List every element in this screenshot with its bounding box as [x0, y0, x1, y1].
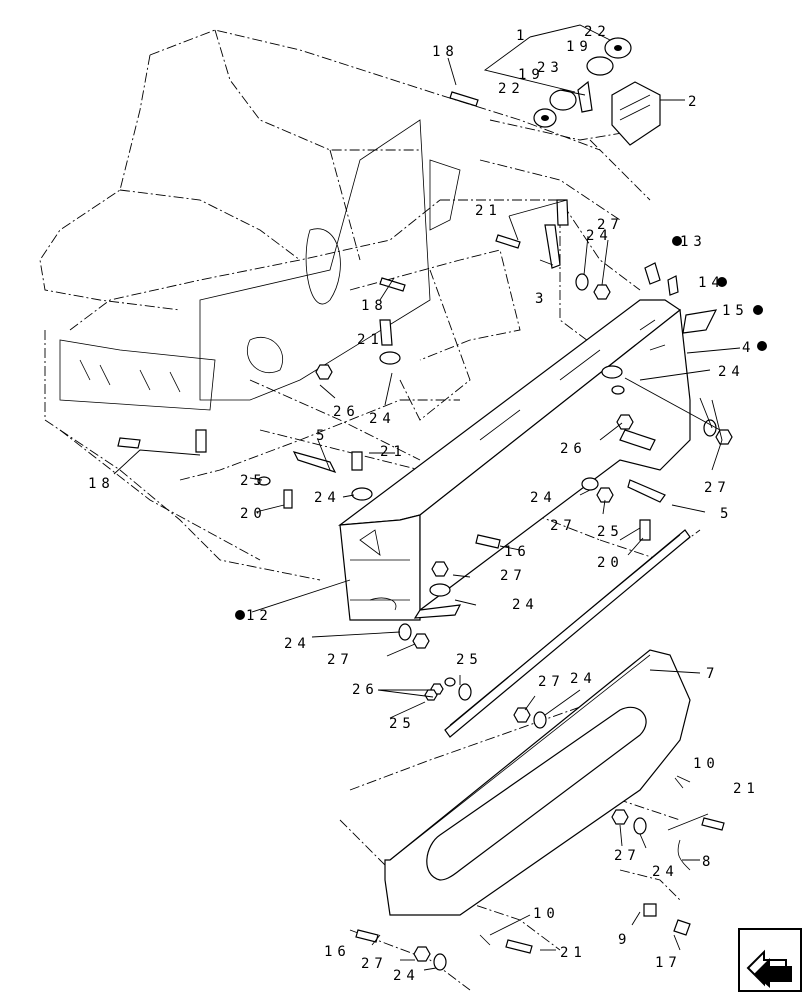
callout: 25	[240, 473, 267, 489]
callout: 25	[389, 716, 416, 732]
callout: 27	[361, 956, 388, 972]
phantom-frame	[39, 29, 701, 991]
callout: 16	[324, 944, 351, 960]
callout: 14	[698, 275, 725, 291]
callout: 24	[314, 490, 341, 506]
callout: 24	[369, 411, 396, 427]
callout: 24	[586, 228, 613, 244]
callout: 24	[718, 364, 745, 380]
callout: 8	[702, 854, 715, 870]
callout: 16	[504, 544, 531, 560]
cover-panel	[384, 649, 691, 916]
callout: 21	[357, 332, 384, 348]
top-assembly	[533, 37, 661, 146]
callout: 26	[333, 404, 360, 420]
callout: 3	[535, 291, 548, 307]
callout: 24	[393, 968, 420, 984]
callout: 18	[361, 298, 388, 314]
callout: 27	[614, 848, 641, 864]
callout: 24	[284, 636, 311, 652]
callout: 26	[560, 441, 587, 457]
callout: 22	[584, 24, 611, 40]
callout: 25	[456, 652, 483, 668]
previous-arrow-icon	[746, 949, 792, 988]
previous-arrow-button[interactable]	[738, 928, 802, 992]
callout: 24	[570, 671, 597, 687]
hardware	[117, 91, 733, 971]
callout: 27	[550, 518, 577, 534]
callout: 27	[704, 480, 731, 496]
callout: 5	[316, 428, 329, 444]
callout: 27	[538, 674, 565, 690]
callout: 10	[533, 906, 560, 922]
callout: 22	[498, 81, 525, 97]
callout: 24	[512, 597, 539, 613]
callout: 26	[352, 682, 379, 698]
callout: 13	[680, 234, 707, 250]
callout: 21	[475, 203, 502, 219]
callout: 2	[688, 94, 701, 110]
callout: 27	[327, 652, 354, 668]
main-beam	[337, 299, 691, 621]
callout: 4	[742, 340, 755, 356]
callout: 21	[733, 781, 760, 797]
callout: 18	[432, 44, 459, 60]
rail-strip	[444, 529, 691, 738]
leader-lines	[113, 24, 741, 971]
callout: 21	[560, 945, 587, 961]
callout: 18	[88, 476, 115, 492]
callout: 24	[530, 490, 557, 506]
callout-labels: 1 2 3 4 5 5 7 8 9 10 10 12 13 14 15 16 1…	[88, 24, 760, 984]
callout: 17	[655, 955, 682, 971]
callout: 5	[720, 506, 733, 522]
callout: 27	[597, 217, 624, 233]
callout: 23	[537, 60, 564, 76]
callout: 10	[693, 756, 720, 772]
callout: 7	[706, 666, 719, 682]
callout: 20	[240, 506, 267, 522]
callout: 20	[597, 555, 624, 571]
machine-body	[59, 119, 461, 411]
callout: 1	[516, 28, 529, 44]
callout: 9	[618, 932, 631, 948]
callout: 12	[246, 608, 273, 624]
callout: 27	[500, 568, 527, 584]
callout: 19	[518, 67, 545, 83]
callout: 21	[380, 444, 407, 460]
marker-dots	[235, 236, 767, 620]
callout: 15	[722, 303, 749, 319]
callout: 25	[597, 524, 624, 540]
callout: 24	[652, 864, 679, 880]
callout: 19	[566, 39, 593, 55]
